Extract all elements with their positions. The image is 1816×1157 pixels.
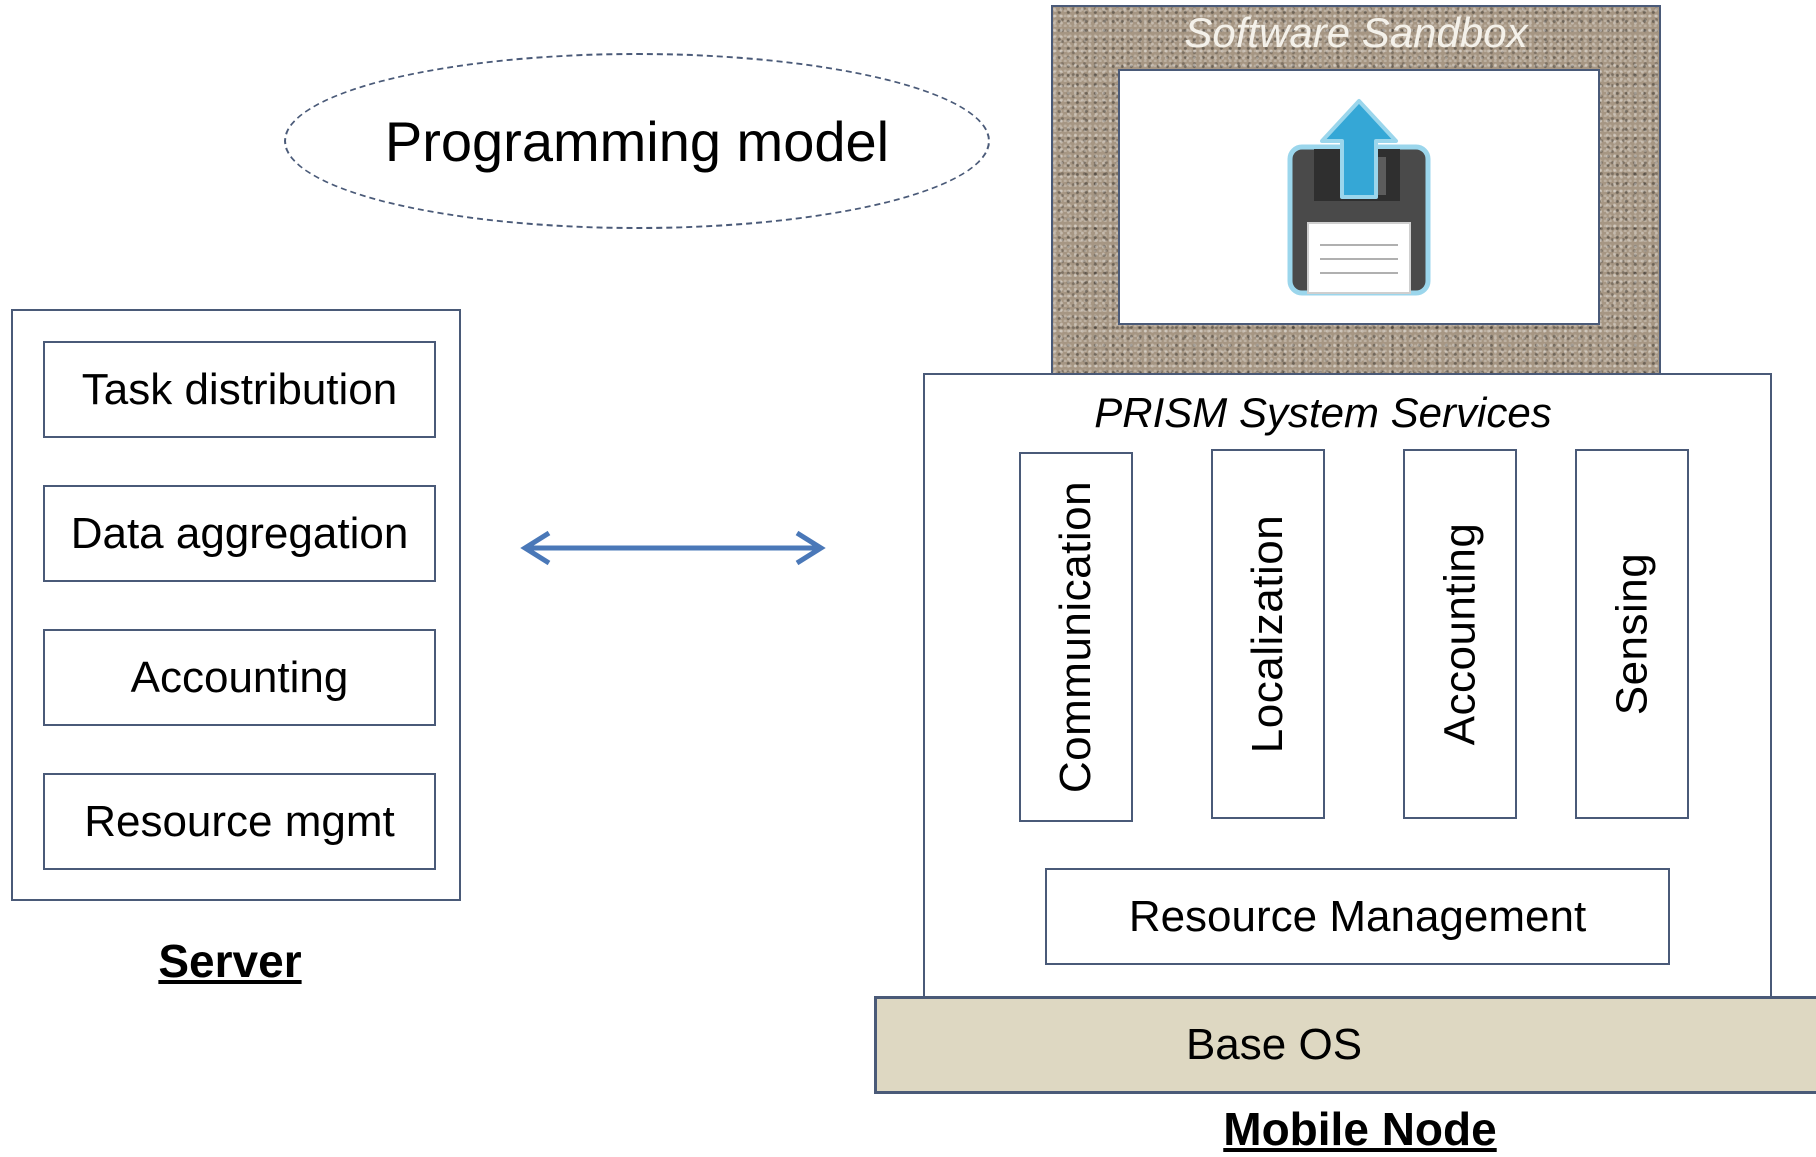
sandbox-app-window: [1118, 69, 1600, 325]
service-label: Sensing: [1607, 552, 1657, 716]
service-accounting: Accounting: [1403, 449, 1517, 819]
service-sensing: Sensing: [1575, 449, 1689, 819]
server-item-task-distribution: Task distribution: [43, 341, 436, 438]
server-item-label: Accounting: [130, 652, 349, 702]
server-item-label: Task distribution: [81, 364, 398, 414]
programming-model-ellipse: Programming model: [284, 53, 990, 229]
floppy-upload-icon: [1287, 99, 1431, 296]
programming-model-label: Programming model: [384, 109, 890, 173]
server-item-resource-mgmt: Resource mgmt: [43, 773, 436, 870]
server-title: Server: [158, 935, 302, 987]
base-os: Base OS: [874, 996, 1816, 1094]
service-label: Communication: [1051, 480, 1100, 794]
server-item-label: Resource mgmt: [84, 796, 395, 846]
resource-management: Resource Management: [1045, 868, 1670, 965]
mobile-node-title: Mobile Node: [1223, 1102, 1497, 1155]
server-item-data-aggregation: Data aggregation: [43, 485, 436, 582]
services-title: PRISM System Services: [1094, 389, 1552, 436]
service-communication: Communication: [1019, 452, 1133, 822]
service-label: Accounting: [1435, 522, 1485, 746]
service-label: Localization: [1243, 514, 1292, 754]
server-item-label: Data aggregation: [70, 508, 409, 558]
bidirectional-arrow-icon: [520, 530, 826, 566]
sandbox-label: Software Sandbox: [1184, 9, 1528, 56]
service-localization: Localization: [1211, 449, 1325, 819]
server-item-accounting: Accounting: [43, 629, 436, 726]
